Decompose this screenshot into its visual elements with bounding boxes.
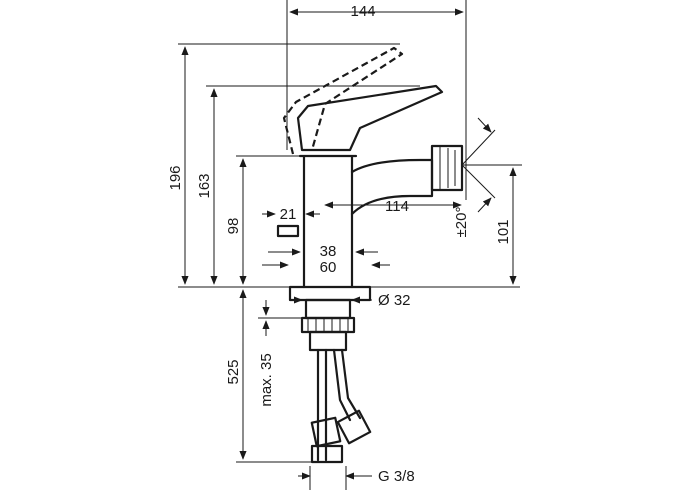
dim-525: 525 (225, 359, 242, 384)
dim-max-35: max. 35 (258, 353, 275, 406)
dim-196: 196 (167, 165, 184, 190)
dimension-labels: 144 196 163 98 21 114 38 60 101 ±20° Ø 3… (167, 3, 512, 485)
mounting-nut (300, 316, 356, 334)
faucet-base (288, 285, 372, 302)
hose-fitting-right (336, 409, 372, 445)
spout-nozzle (430, 144, 464, 192)
dim-163: 163 (196, 173, 213, 198)
dim-38: 38 (320, 243, 337, 260)
dim-98: 98 (225, 218, 242, 235)
mounting-shank (304, 298, 352, 320)
dim-144: 144 (350, 3, 375, 20)
hose-fitting-left (310, 416, 342, 448)
dim-101: 101 (495, 219, 512, 244)
dim-angle-20: ±20° (453, 207, 470, 238)
faucet-outline (276, 46, 464, 464)
dim-114: 114 (385, 198, 409, 215)
dim-diameter-32: Ø 32 (378, 292, 411, 309)
faucet-body (298, 154, 358, 289)
dimension-lines (178, 0, 522, 490)
lever-raised-outline (282, 46, 404, 155)
supply-hose-left (316, 348, 328, 462)
lever-handle (296, 84, 444, 152)
dim-thread: G 3/8 (378, 468, 415, 485)
dim-21: 21 (280, 206, 297, 223)
popup-knob (276, 224, 300, 238)
dim-60: 60 (320, 259, 337, 276)
supply-hose-right (332, 348, 362, 422)
